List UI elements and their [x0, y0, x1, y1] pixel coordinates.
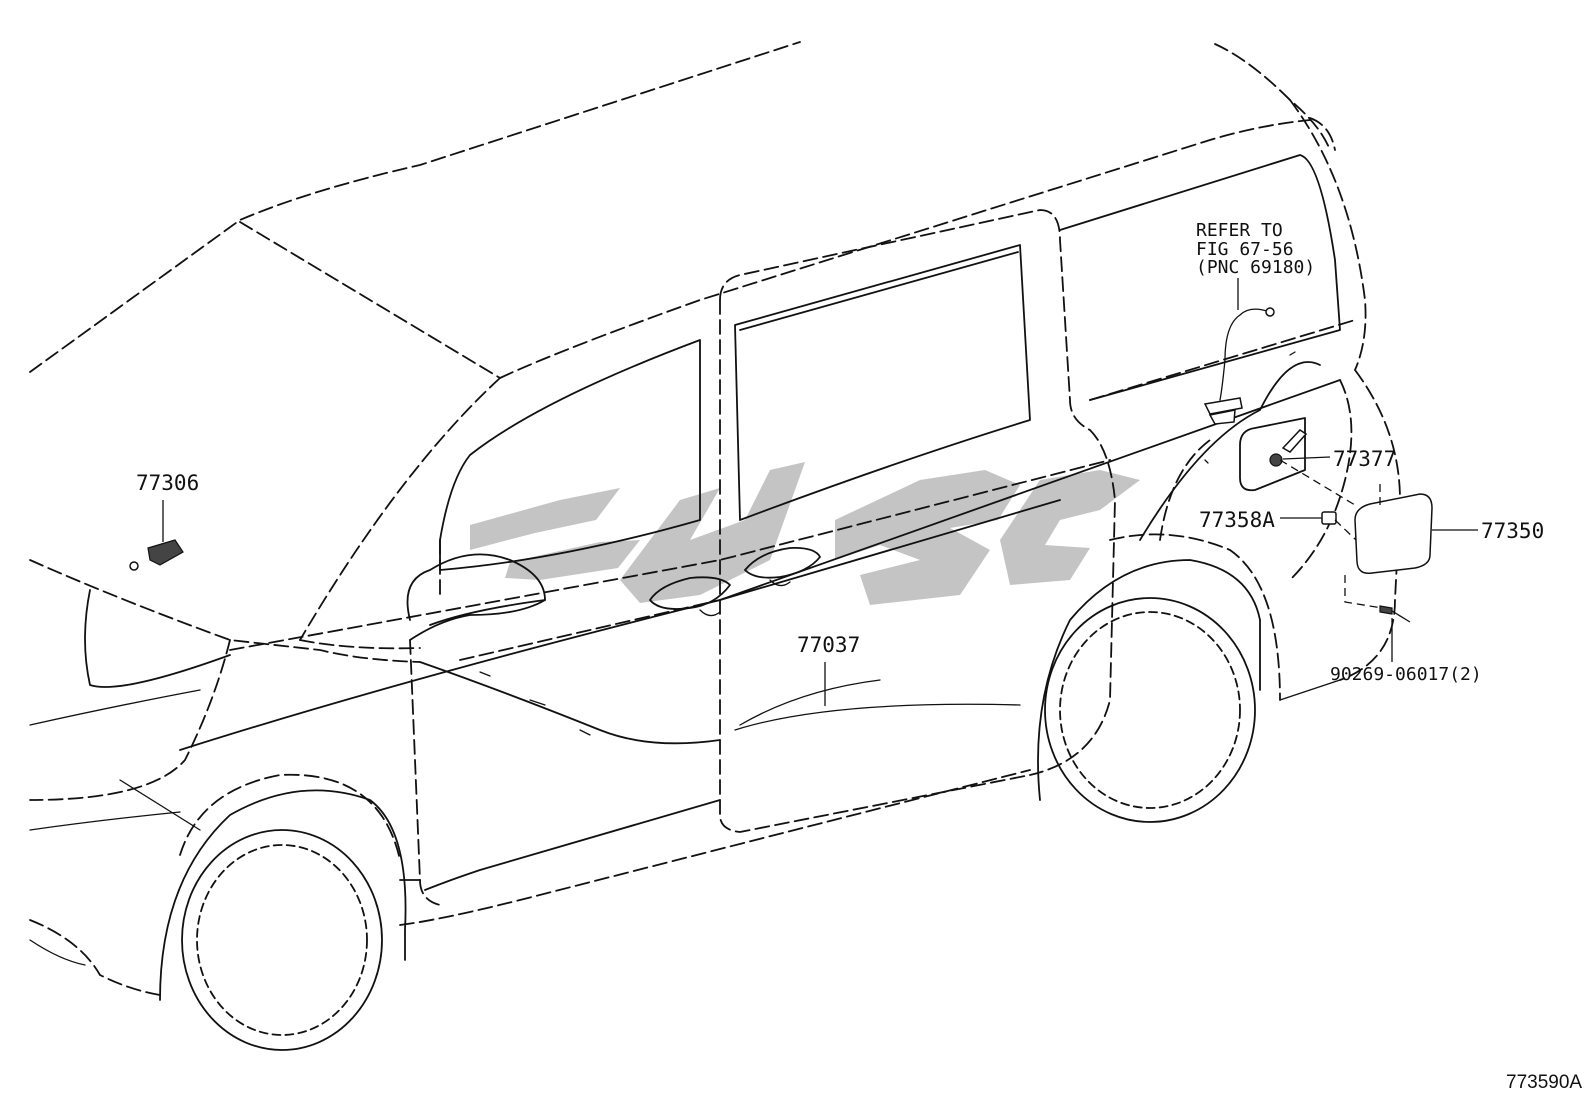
callout-77350: 77350 [1481, 519, 1544, 543]
watermark-logo [470, 462, 1140, 605]
part-77306 [129, 539, 184, 571]
callout-77037: 77037 [797, 633, 860, 657]
reference-line1: REFER TO [1196, 220, 1283, 241]
front-end [29, 559, 421, 996]
roof [29, 41, 1367, 379]
reference-line3: (PNC 69180) [1196, 257, 1315, 278]
leader-lines [162, 456, 1478, 706]
fuel-door-area [1239, 417, 1433, 623]
front-wheel [159, 769, 1031, 1051]
front-window [299, 339, 701, 650]
fuel-filler-lid-77350 [1354, 493, 1433, 575]
callout-90269: 90269-06017(2) [1330, 664, 1482, 685]
lid-opener-cable [1203, 278, 1275, 425]
rear-wheel [1037, 533, 1341, 823]
reference-line2: FIG 67-56 [1196, 239, 1294, 260]
door-handles [649, 547, 821, 617]
doors [409, 209, 1116, 906]
figure-code: 773590A [1506, 1072, 1582, 1093]
callout-77377: 77377 [1333, 447, 1396, 471]
body-side [179, 379, 1341, 751]
callout-77306: 77306 [136, 471, 199, 495]
callout-labels: 77306 77377 77358A 77350 77037 90269-060… [136, 220, 1582, 1093]
callout-77358a: 77358A [1199, 508, 1275, 532]
side-mirror [406, 553, 546, 641]
